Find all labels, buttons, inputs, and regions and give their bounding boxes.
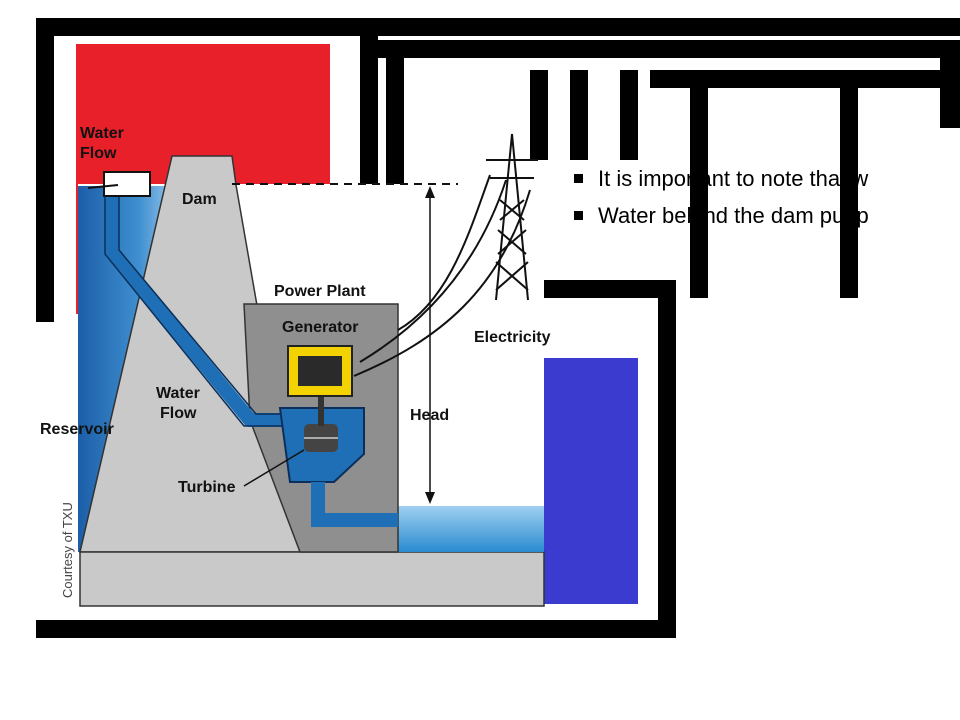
logo-frame-i-2 [570, 70, 588, 160]
bullet-text: It is important to note that w [598, 165, 869, 191]
label-electricity: Electricity [474, 329, 551, 346]
label-turbine: Turbine [178, 479, 236, 496]
transmission-line-3 [397, 174, 491, 331]
transmission-line-1 [359, 179, 507, 363]
logo-frame-lower-bar [368, 620, 676, 638]
logo-frame-right-edge [940, 58, 960, 128]
logo-frame-t-top [650, 70, 960, 88]
turbine-icon [304, 424, 338, 452]
logo-frame-t-right-2 [620, 70, 638, 160]
transmission-tower-icon [486, 133, 538, 301]
bullet-square-icon [574, 174, 583, 183]
label-head: Head [410, 407, 449, 424]
logo-frame-lower-right [658, 298, 676, 638]
draft-tube [311, 482, 398, 527]
label-credit: Courtesy of TXU [60, 502, 75, 598]
logo-frame-t-left [690, 88, 708, 298]
shaft [318, 384, 324, 426]
transmission-line-2 [353, 189, 531, 377]
water-flow-arrow [87, 184, 119, 189]
label-dam: Dam [182, 191, 217, 208]
logo-bar-mid [378, 40, 960, 58]
label-generator: Generator [282, 319, 358, 336]
logo-frame-lower-left [36, 620, 368, 638]
tailwater [398, 506, 544, 552]
logo-frame-t-right [840, 88, 858, 298]
turbine-leader-line [243, 449, 305, 487]
logo-bar-left [36, 18, 54, 322]
ground-base [79, 551, 545, 607]
head-arrow-top [425, 186, 435, 198]
generator-core [298, 356, 342, 386]
logo-frame-i [530, 70, 548, 160]
label-power-plant: Power Plant [274, 283, 366, 300]
bullet-item: Water behind the dam put p [574, 197, 960, 234]
logo-bar-top [36, 18, 960, 36]
head-arrow-bottom [425, 492, 435, 504]
penstock-outline [104, 186, 300, 427]
penstock [105, 186, 300, 427]
label-reservoir: Reservoir [40, 421, 114, 438]
intake-gate [103, 171, 151, 197]
bullet-text: Water behind the dam put p [598, 202, 869, 228]
slide-bullet-list: It is important to note that w Water beh… [574, 160, 960, 234]
bullet-square-icon [574, 211, 583, 220]
bullet-item: It is important to note that w [574, 160, 960, 197]
